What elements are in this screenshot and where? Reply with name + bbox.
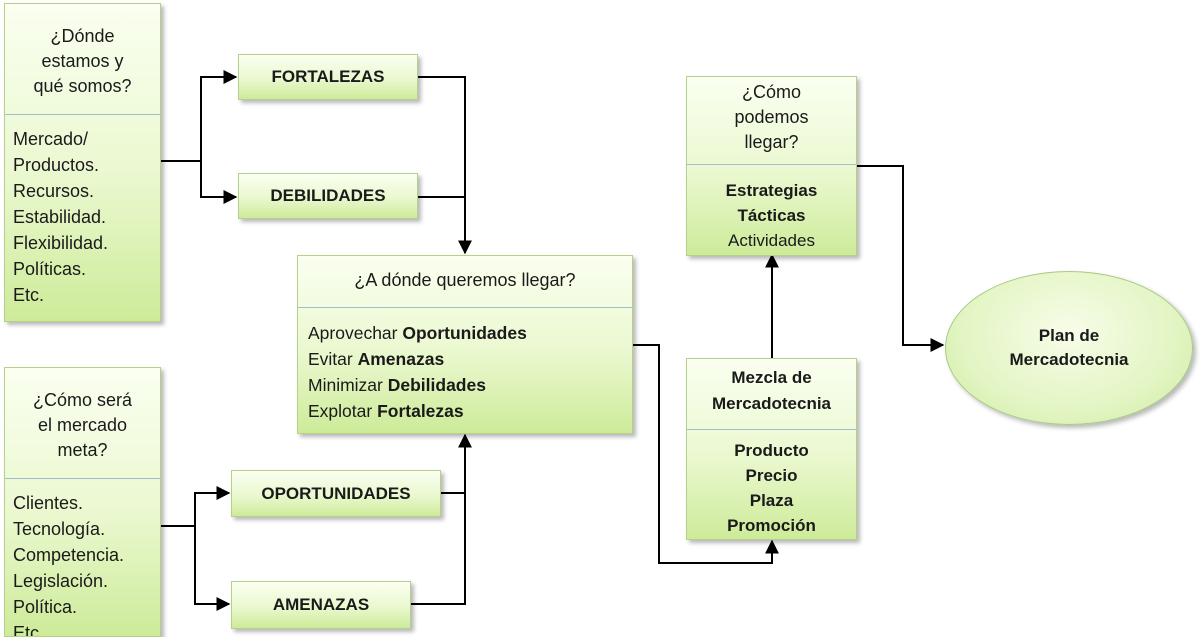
question-line: qué somos?	[33, 76, 132, 96]
connector-market-to-amenazas	[194, 526, 231, 611]
mix-item: Producto	[734, 441, 809, 460]
question-line: podemos	[734, 107, 809, 127]
list-item: Recursos.	[13, 181, 95, 201]
title-line: Mezcla de	[731, 368, 812, 387]
goal-question: ¿A dónde queremos llegar?	[298, 256, 632, 308]
oportunidades-box: OPORTUNIDADES	[231, 470, 441, 517]
connector-market-to-oportunidades	[161, 486, 231, 527]
question-line: meta?	[57, 440, 108, 460]
list-item: Clientes.	[13, 493, 84, 513]
marketing-mix-title: Mezcla de Mercadotecnia	[687, 359, 856, 430]
list-item: Productos.	[13, 155, 100, 175]
goal-item-verb: Aprovechar	[308, 323, 403, 343]
goal-item-object: Oportunidades	[402, 323, 527, 343]
how-question: ¿Cómo podemos llegar?	[687, 77, 856, 165]
mix-item: Plaza	[749, 491, 794, 510]
question-line: ¿Cómo será	[32, 390, 133, 410]
where-are-we-box: ¿Dónde estamos y qué somos? Mercado/ Pro…	[4, 3, 161, 322]
plan-line: Plan de	[1038, 326, 1100, 345]
fortalezas-box: FORTALEZAS	[238, 54, 418, 100]
list-item: Legislación.	[13, 571, 109, 591]
goal-item-verb: Explotar	[308, 401, 378, 421]
list-item: Políticas.	[13, 259, 87, 279]
connector-fortalezas-to-goal	[418, 76, 472, 255]
mix-item: Precio	[745, 466, 798, 485]
connector-amenazas-to-goal	[411, 433, 472, 605]
connector-how-to-plan	[857, 165, 945, 352]
list-item: Etc.	[13, 623, 45, 637]
goal-item-verb: Minimizar	[308, 375, 388, 395]
goal-item-verb: Evitar	[308, 349, 358, 369]
goal-item: Aprovechar Oportunidades	[308, 320, 632, 346]
goal-item: Evitar Amenazas	[308, 346, 632, 372]
list-item: Etc.	[13, 285, 45, 305]
list-item: Tecnología.	[13, 519, 106, 539]
how-to-get-there-box: ¿Cómo podemos llegar? Estrategias Táctic…	[686, 76, 857, 256]
amenazas-box: AMENAZAS	[231, 581, 411, 629]
goal-item: Explotar Fortalezas	[308, 398, 632, 424]
mix-item: Promoción	[727, 516, 816, 535]
question-line: el mercado	[37, 415, 128, 435]
goal-item: Minimizar Debilidades	[308, 372, 632, 398]
goal-item-object: Debilidades	[387, 375, 486, 395]
how-list: Estrategias Tácticas Actividades	[687, 178, 856, 253]
connector-where-to-fortalezas	[161, 70, 238, 162]
question-line: estamos y	[41, 51, 124, 71]
how-item: Estrategias	[725, 181, 818, 200]
list-item: Flexibilidad.	[13, 233, 109, 253]
connector-goal-to-mix	[633, 344, 779, 564]
goal-item-object: Amenazas	[357, 349, 445, 369]
target-market-question: ¿Cómo será el mercado meta?	[5, 368, 160, 479]
connector-where-to-debilidades	[200, 161, 238, 204]
how-item: Tácticas	[737, 206, 806, 225]
where-are-we-list: Mercado/ Productos. Recursos. Estabilida…	[5, 126, 160, 308]
question-line: ¿Dónde	[50, 26, 115, 46]
target-market-box: ¿Cómo será el mercado meta? Clientes. Te…	[4, 367, 161, 637]
marketing-mix-box: Mezcla de Mercadotecnia Producto Precio …	[686, 358, 857, 540]
question-line: ¿Cómo	[741, 82, 801, 102]
where-are-we-question: ¿Dónde estamos y qué somos?	[5, 4, 160, 115]
target-market-list: Clientes. Tecnología. Competencia. Legis…	[5, 490, 160, 637]
question-line: llegar?	[744, 132, 799, 152]
list-item: Estabilidad.	[13, 207, 107, 227]
list-item: Competencia.	[13, 545, 125, 565]
list-item: Política.	[13, 597, 78, 617]
list-item: Mercado/	[13, 129, 89, 149]
marketing-plan-ellipse: Plan de Mercadotecnia	[945, 271, 1193, 425]
goal-item-object: Fortalezas	[377, 401, 464, 421]
debilidades-box: DEBILIDADES	[238, 173, 418, 219]
goal-list: Aprovechar Oportunidades Evitar Amenazas…	[298, 320, 632, 424]
marketing-mix-list: Producto Precio Plaza Promoción	[687, 438, 856, 538]
how-item: Actividades	[728, 231, 815, 250]
plan-line: Mercadotecnia	[1009, 350, 1129, 369]
goal-box: ¿A dónde queremos llegar? Aprovechar Opo…	[297, 255, 633, 434]
title-line: Mercadotecnia	[711, 394, 832, 413]
